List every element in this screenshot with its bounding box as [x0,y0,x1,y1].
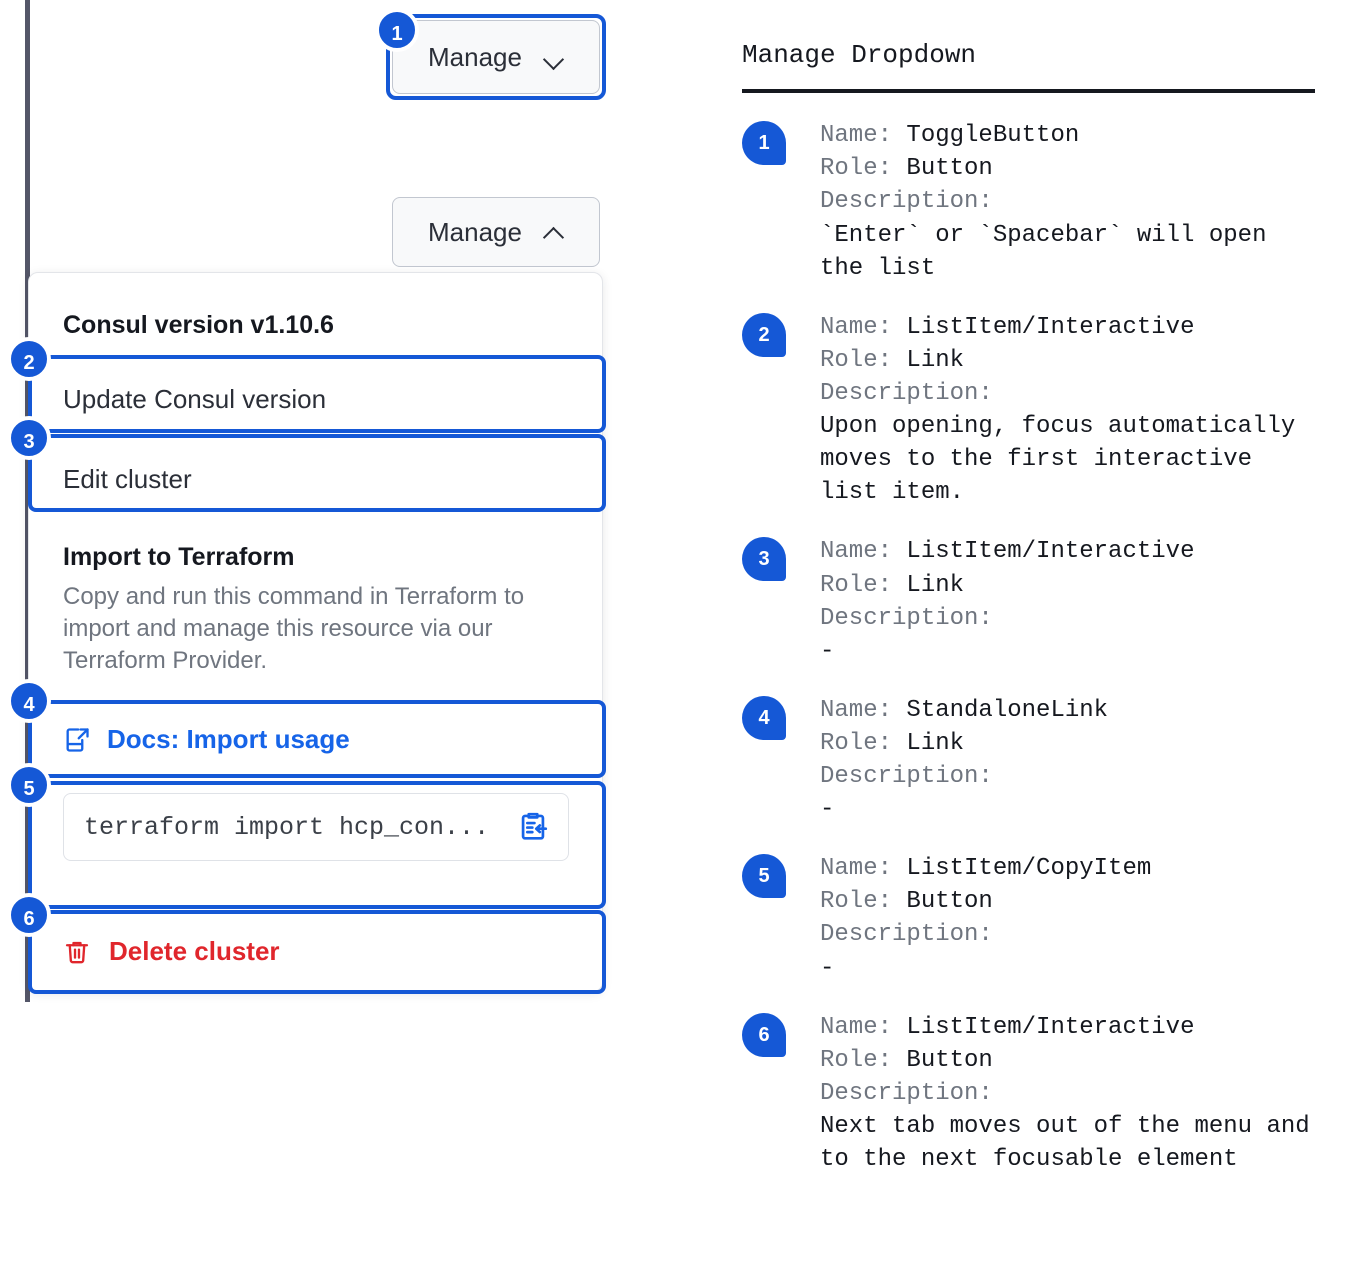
clipboard-copy-icon[interactable] [516,810,550,844]
annotation-description-label: Description: [820,921,993,949]
annotation-name: Name: ToggleButton [820,122,1080,150]
manage-dropdown-menu: Consul version v1.10.6 Update Consul ver… [28,272,603,992]
menu-item-edit-cluster[interactable]: Edit cluster [63,464,192,494]
annotation-role: Role: Button [820,155,993,183]
annotation-description-label: Description: [820,763,993,791]
annotation-role: Role: Link [820,346,965,374]
annotation-name: Name: StandaloneLink [820,696,1109,724]
annotation-name: Name: ListItem/Interactive [820,1013,1195,1041]
annotation-role: Role: Link [820,571,965,599]
annotation-name: Name: ListItem/Interactive [820,538,1195,566]
terraform-command-text: terraform import hcp_con... [84,814,490,840]
annotation-description-label: Description: [820,379,993,407]
manage-toggle-button-open[interactable]: Manage [392,197,600,267]
annotation-badge-6: 6 [742,1012,786,1057]
annotation-description-text: - [820,796,835,824]
marker-badge-3: 3 [7,416,51,460]
panel-title: Manage Dropdown [742,40,977,70]
annotation-name: Name: ListItem/Interactive [820,313,1195,341]
annotation-description-label: Description: [820,1079,993,1107]
chevron-up-icon [544,226,564,238]
manage-button-label-open: Manage [428,217,522,247]
dropdown-version-heading: Consul version v1.10.6 [63,311,334,339]
annotation-badge-4: 4 [742,695,786,740]
marker-badge-5: 5 [7,763,51,807]
annotation-description-text: Next tab moves out of the menu and to th… [820,1113,1310,1174]
import-to-terraform-description: Copy and run this command in Terraform t… [63,583,525,674]
marker-badge-2: 2 [7,337,51,381]
annotation-role: Role: Button [820,1046,993,1074]
annotation-description-text: Upon opening, focus automatically moves … [820,413,1296,507]
annotation-badge-1: 1 [742,121,786,166]
docs-link-label: Docs: Import usage [107,724,350,754]
annotation-description-text: - [820,954,835,982]
annotation-description-text: `Enter` or `Spacebar` will open the list [820,221,1267,282]
delete-cluster-label: Delete cluster [109,936,280,966]
scroll-edge-strip [22,0,30,1002]
trash-icon [63,938,91,966]
terraform-command-field[interactable]: terraform import hcp_con... [63,793,569,861]
menu-item-delete-cluster[interactable]: Delete cluster [29,935,602,969]
panel-divider [742,89,1315,94]
annotation-role: Role: Button [820,888,993,916]
menu-item-update-consul-version[interactable]: Update Consul version [63,384,327,414]
marker-badge-6: 6 [7,893,51,937]
annotation-description-text: - [820,637,835,665]
marker-badge-1: 1 [375,8,419,52]
annotation-role: Role: Link [820,729,965,757]
docs-external-link-icon [63,726,91,754]
annotation-badge-3: 3 [742,537,786,582]
terraform-copy-row: terraform import hcp_con... [29,793,602,861]
menu-item-docs-import-usage[interactable]: Docs: Import usage [29,723,602,757]
annotation-name: Name: ListItem/CopyItem [820,855,1152,883]
chevron-down-icon [544,51,564,63]
annotation-description-label: Description: [820,604,993,632]
annotation-badge-5: 5 [742,854,786,899]
annotation-description-label: Description: [820,188,993,216]
import-to-terraform-title: Import to Terraform [63,543,295,571]
annotation-badge-2: 2 [742,312,786,357]
marker-badge-4: 4 [7,679,51,723]
manage-toggle-button-closed[interactable]: Manage [392,20,600,94]
manage-button-label: Manage [428,42,522,72]
